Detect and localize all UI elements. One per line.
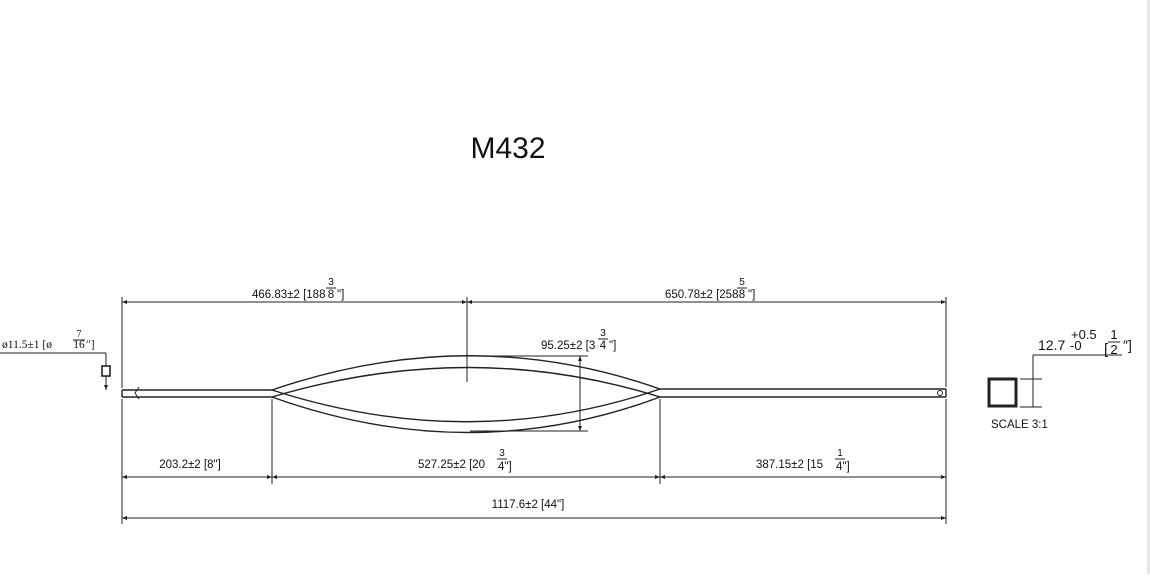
- left-tip-mark: [134, 386, 140, 400]
- dim-label-bottom-left: 203.2±2 [8"]: [159, 459, 221, 471]
- bottom-dimension-lines: [121, 399, 947, 524]
- svg-text:527.25±2 [20: 527.25±2 [20: [418, 459, 485, 471]
- upper-bar-inner: [271, 366, 661, 398]
- top-dimension-lines: [121, 297, 947, 388]
- right-end-hole: [937, 390, 943, 396]
- svg-text:466.83±2 [188: 466.83±2 [188: [252, 289, 325, 301]
- lower-bar-outer: [271, 396, 661, 434]
- svg-text:4"]: 4"]: [836, 461, 850, 473]
- svg-text:4"]: 4"]: [498, 461, 512, 473]
- svg-text:3: 3: [328, 277, 334, 288]
- svg-text:7: 7: [77, 329, 82, 340]
- svg-text:″]: ″]: [1123, 337, 1132, 353]
- rod-section-symbol: [101, 365, 111, 377]
- svg-text:"]: "]: [609, 340, 616, 352]
- svg-text:"]: "]: [748, 289, 755, 301]
- svg-text:95.25±2 [3: 95.25±2 [3: [541, 340, 595, 352]
- dim-label-overall: 1117.6±2 [44"]: [492, 499, 565, 511]
- svg-text:387.15±2 [15: 387.15±2 [15: [756, 459, 823, 471]
- section-detail: 12.7 +0.5 -0 [ 1 2 ″] SCALE 3:1: [987, 327, 1132, 431]
- svg-text:″]: ″]: [86, 339, 95, 351]
- dim-label-bottom-middle: 527.25±2 [20 3 4"]: [418, 448, 512, 473]
- svg-text:[: [: [1104, 341, 1109, 358]
- section-size: 12.7: [1038, 337, 1065, 353]
- dim-label-top-left: 466.83±2 [188 3 8 "]: [252, 277, 344, 301]
- svg-text:5: 5: [739, 277, 745, 288]
- dim-label-top-right: 650.78±2 [258 5 8 "]: [665, 277, 755, 301]
- svg-text:2: 2: [1110, 342, 1117, 357]
- page-right-border: [1147, 0, 1150, 574]
- dim-label-bottom-right: 387.15±2 [15 1 4"]: [756, 448, 850, 473]
- svg-text:16: 16: [73, 339, 85, 351]
- svg-text:3: 3: [499, 448, 505, 459]
- drawing-title: M432: [470, 132, 545, 165]
- section-tol-plus: +0.5: [1071, 327, 1097, 342]
- svg-text:1: 1: [837, 448, 843, 459]
- svg-text:650.78±2 [258: 650.78±2 [258: [665, 289, 738, 301]
- svg-text:4: 4: [600, 340, 607, 352]
- upper-bar-outer: [271, 355, 661, 391]
- part-outline: [121, 355, 947, 434]
- section-tol-minus: -0: [1070, 338, 1082, 353]
- height-dimension: 95.25±2 [3 3 4 "]: [470, 328, 616, 432]
- scale-label: SCALE 3:1: [991, 419, 1048, 431]
- svg-text:1: 1: [1110, 327, 1117, 342]
- diameter-callout: ø11.5±1 [ø 7 16 ″]: [0, 329, 111, 390]
- svg-text:8: 8: [739, 289, 745, 301]
- svg-text:8: 8: [328, 289, 334, 301]
- svg-text:3: 3: [600, 328, 606, 339]
- svg-text:ø11.5±1 [ø: ø11.5±1 [ø: [2, 339, 52, 351]
- square-section: [987, 377, 1018, 408]
- svg-text:"]: "]: [337, 289, 344, 301]
- lower-bar-inner: [271, 388, 661, 423]
